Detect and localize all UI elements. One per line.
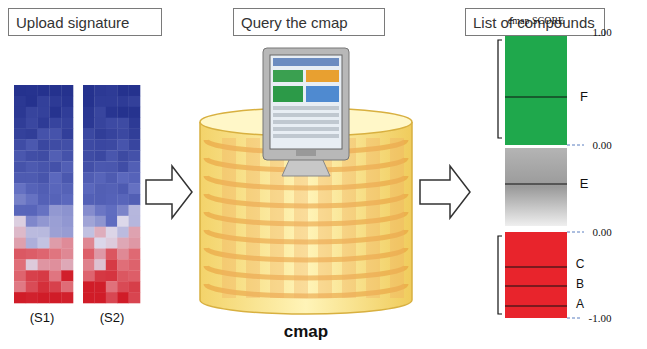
axis-value: 0.00 <box>592 226 611 238</box>
header-text: Upload signature <box>16 14 129 31</box>
axis-value: 0.00 <box>592 139 611 151</box>
flow-arrow <box>146 166 470 218</box>
axis-title: cmap SCORE <box>508 15 564 26</box>
axis-value: -1.00 <box>589 312 612 324</box>
header-box: Upload signature <box>8 8 162 36</box>
header-text: Query the cmap <box>241 14 348 31</box>
signature-label: (S1) <box>30 311 55 325</box>
compound-letter: B <box>576 278 584 291</box>
score-bar <box>498 33 584 318</box>
database-label: cmap <box>284 323 328 342</box>
signature-label: (S2) <box>100 311 125 325</box>
header-box: Query the cmap <box>233 8 385 36</box>
compound-letter: F <box>580 90 588 104</box>
heatmap <box>14 85 140 303</box>
monitor-icon <box>263 48 349 176</box>
compound-letter: C <box>576 258 585 271</box>
axis-value: 1.00 <box>592 26 611 38</box>
compound-letter: A <box>576 298 584 311</box>
compound-letter: E <box>580 177 589 191</box>
